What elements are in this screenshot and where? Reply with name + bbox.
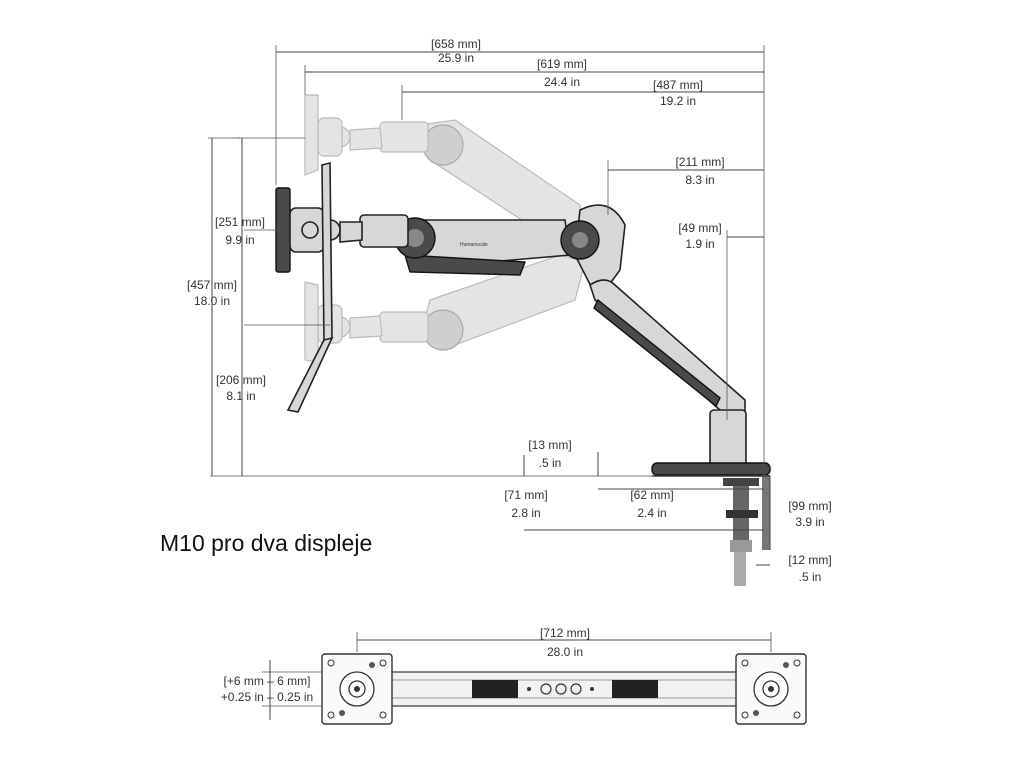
dim-total-height-mm: [457 mm]: [187, 278, 237, 292]
dim-clamp-width-mm: [62 mm]: [630, 488, 673, 502]
dimension-labels: [658 mm] 25.9 in [619 mm] 24.4 in [487 m…: [187, 37, 832, 584]
dim-bar-length-in: 28.0 in: [547, 645, 583, 659]
dim-lower-height-mm: [206 mm]: [216, 373, 266, 387]
dim-upper-range-in: 9.9 in: [225, 233, 254, 247]
dim-base-offset-in: 8.3 in: [685, 173, 714, 187]
dim-mid-reach-mm: [619 mm]: [537, 57, 587, 71]
dim-clamp-min-mm: [12 mm]: [788, 553, 831, 567]
dim-total-reach-mm: [658 mm]: [431, 37, 481, 51]
dim-short-reach-in: 19.2 in: [660, 94, 696, 108]
dim-mid-reach-in: 24.4 in: [544, 75, 580, 89]
dim-lower-height-in: 8.1 in: [226, 389, 255, 403]
dim-desk-range-in: 3.9 in: [795, 515, 824, 529]
ghost-arm-lower: [304, 254, 586, 363]
dim-clamp-min-in: .5 in: [799, 570, 822, 584]
dim-clamp-depth-in: 2.8 in: [511, 506, 540, 520]
dim-desk-range-mm: [99 mm]: [788, 499, 831, 513]
product-caption: M10 pro dva displeje: [160, 530, 373, 556]
dim-tilt-range-in: +0.25 in – 0.25 in: [221, 690, 313, 704]
dim-base-thick-mm: [13 mm]: [528, 438, 571, 452]
dim-total-height-in: 18.0 in: [194, 294, 230, 308]
dim-total-reach-in: 25.9 in: [438, 51, 474, 65]
dim-short-reach-mm: [487 mm]: [653, 78, 703, 92]
crossbar-view: [712 mm] 28.0 in: [221, 626, 807, 725]
brand-mark: Humanscale: [460, 242, 488, 248]
extension-lines: [208, 45, 765, 476]
dim-upper-range-mm: [251 mm]: [215, 215, 265, 229]
ghost-arm-upper: [304, 94, 586, 246]
dim-bar-length-mm: [712 mm]: [540, 626, 590, 640]
dim-tilt-range-mm: [+6 mm – 6 mm]: [223, 674, 310, 688]
support-post: [560, 204, 771, 476]
dim-clamp-width-in: 2.4 in: [637, 506, 666, 520]
dim-clamp-depth-mm: [71 mm]: [504, 488, 547, 502]
dim-pole-offset-mm: [49 mm]: [678, 221, 721, 235]
dimension-lines: [211, 51, 771, 566]
dim-base-thick-in: .5 in: [539, 456, 562, 470]
monitor-head: [275, 161, 334, 413]
dim-base-offset-mm: [211 mm]: [675, 155, 724, 169]
dim-pole-offset-in: 1.9 in: [685, 237, 714, 251]
